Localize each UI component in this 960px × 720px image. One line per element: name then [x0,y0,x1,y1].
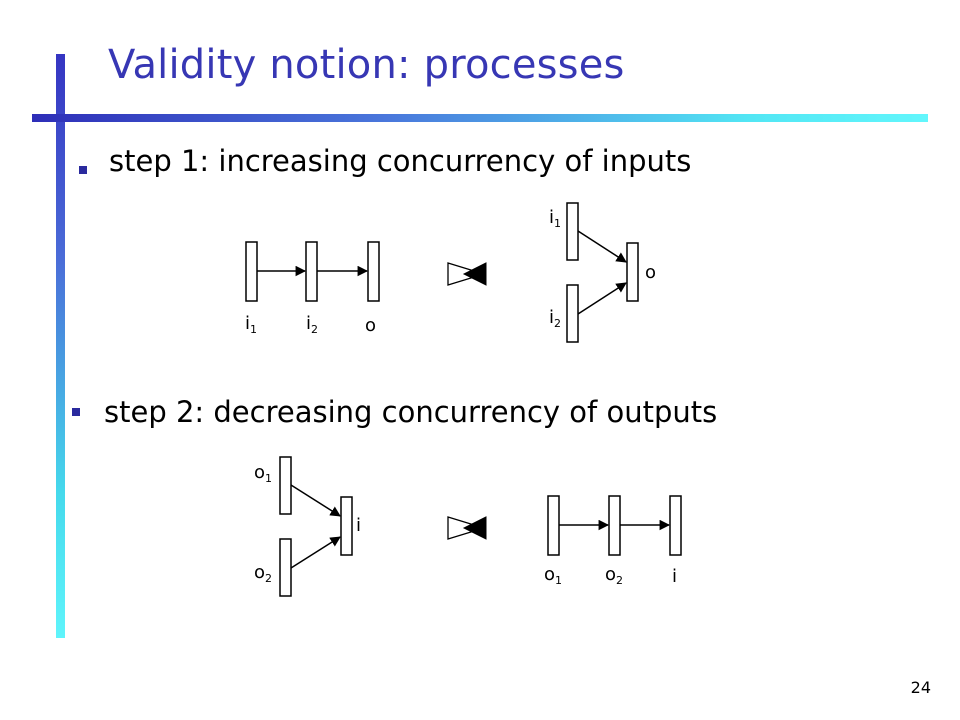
label-o: o [365,315,376,336]
accent-vertical-bar [56,54,65,638]
label-i: i [672,566,677,587]
bullet-text-step-2: step 2: decreasing concurrency of output… [104,395,718,429]
label-o2: o2 [605,564,623,587]
arrow-i1-o [577,230,627,263]
bar-o1 [547,495,560,556]
label-i1: i1 [549,207,561,230]
arrow-o1-i [290,484,341,517]
page-number: 24 [910,678,931,697]
arrow-i2-o [577,282,627,315]
slide-title: Validity notion: processes [108,42,625,88]
bar-i [340,496,353,556]
bar-i [669,495,682,556]
bar-o2 [279,538,292,597]
label-i: i [356,515,361,536]
bar-i2 [305,241,318,302]
refinement-relation-symbol-1 [447,262,487,286]
accent-horizontal-bar [32,114,928,122]
label-o: o [645,262,656,283]
label-o2: o2 [254,562,272,585]
label-i1: i1 [245,313,257,336]
label-i2: i2 [306,313,318,336]
bar-i1 [566,202,579,261]
bar-i2 [566,284,579,343]
bar-o [626,242,639,302]
bullet-text-step-1: step 1: increasing concurrency of inputs [109,144,692,178]
label-o1: o1 [254,462,272,485]
diagram-step1-sequential: i1 i2 o [245,241,380,336]
bar-o2 [608,495,621,556]
bar-i1 [245,241,258,302]
bar-o1 [279,456,292,515]
label-o1: o1 [544,564,562,587]
diagram-step1-concurrent-inputs: i1 i2 o [549,202,656,343]
bullet-marker-2 [72,408,80,416]
bar-o [367,241,380,302]
label-i2: i2 [549,307,561,330]
arrow-o2-i [290,536,341,569]
bullet-marker-1 [79,166,87,174]
diagram-step2-sequential: o1 o2 i [544,495,682,587]
diagram-step2-concurrent-outputs: o1 o2 i [254,456,361,597]
refinement-relation-symbol-2 [447,516,487,540]
